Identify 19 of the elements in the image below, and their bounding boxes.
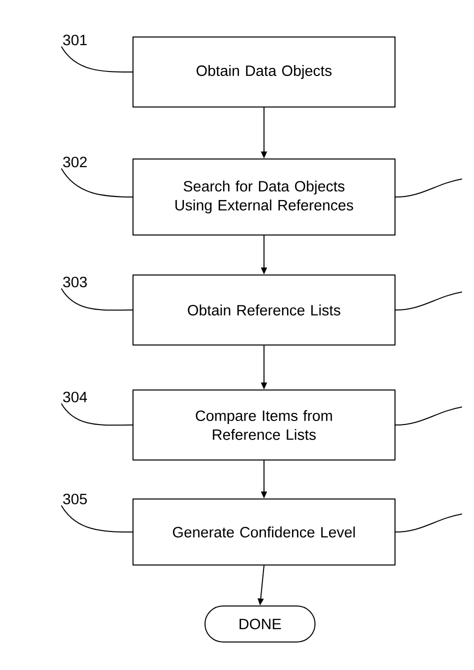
leader-line bbox=[60, 168, 133, 198]
leader-line bbox=[395, 292, 462, 310]
process-box: Obtain Reference Lists bbox=[132, 274, 396, 346]
leader-line bbox=[60, 46, 133, 72]
reference-number: 305 bbox=[63, 494, 87, 504]
reference-number: 304 bbox=[63, 392, 88, 402]
leader-line bbox=[395, 406, 462, 426]
process-box: Search for Data Objects Using External References bbox=[132, 158, 396, 236]
process-box: Compare Items from Reference Lists bbox=[132, 390, 396, 460]
leader-line bbox=[395, 178, 462, 198]
leader-line bbox=[60, 403, 133, 426]
leader-line bbox=[60, 288, 133, 311]
reference-number: 303 bbox=[63, 276, 87, 288]
leader-line bbox=[60, 505, 133, 532]
reference-number: 301 bbox=[63, 34, 87, 46]
reference-number: 302 bbox=[63, 156, 87, 168]
process-box: Obtain Data Objects bbox=[132, 36, 396, 108]
process-box: Generate Confidence Level bbox=[132, 498, 396, 566]
leader-line bbox=[395, 514, 462, 532]
